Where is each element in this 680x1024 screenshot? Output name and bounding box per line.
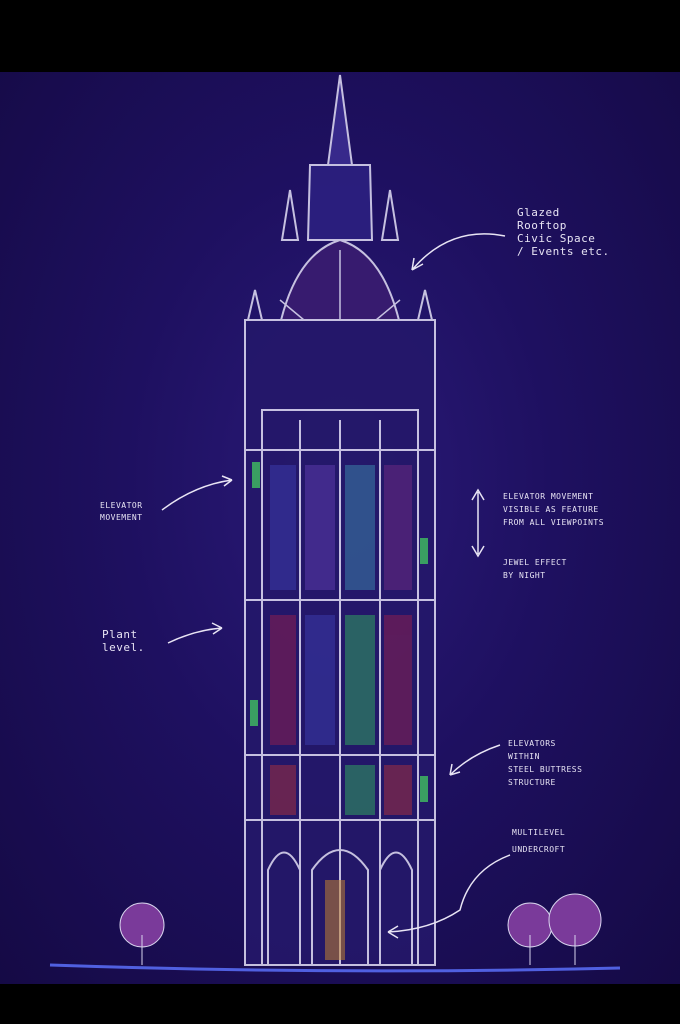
arrow-undercroft (387, 854, 511, 939)
pinnacle-left (246, 289, 264, 321)
bottom-black-bar (0, 984, 680, 1024)
arrow-rooftop (411, 233, 506, 271)
elevator-car (420, 776, 428, 802)
spire (326, 74, 354, 166)
elevator-car (250, 700, 258, 726)
arrow-buttress (449, 744, 501, 776)
spire-crown (306, 164, 374, 241)
elevator-car (420, 538, 428, 564)
arrow-updown (471, 488, 485, 558)
elevator-car (252, 462, 260, 488)
undercroft-arches (267, 849, 413, 965)
arrow-plant (167, 622, 223, 644)
top-black-bar (0, 0, 680, 72)
arrow-elevator-left (161, 475, 233, 511)
pinnacle-right (416, 289, 434, 321)
trees-right (507, 893, 602, 965)
ground-line (49, 963, 621, 973)
tree-left (119, 902, 165, 965)
